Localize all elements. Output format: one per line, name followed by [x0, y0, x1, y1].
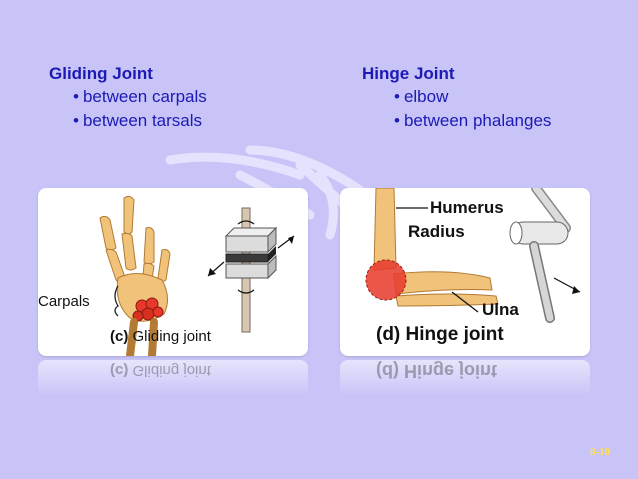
bullet-dot: • — [394, 111, 400, 130]
bullet-dot: • — [73, 87, 79, 106]
elbow-joint-highlight — [365, 259, 407, 301]
hinge-joint-title: Hinge Joint — [362, 64, 455, 83]
carpals-label: Carpals — [38, 293, 90, 310]
hinge-joint-figure: Humerus Radius Ulna (d) Hinge joint — [340, 188, 590, 356]
gliding-joint-caption: (c) Gliding joint — [110, 328, 211, 345]
gliding-joint-section: Gliding Joint •between carpals •between … — [49, 63, 207, 133]
hinge-figure-reflection: (d) Hinge joint — [340, 360, 590, 396]
gliding-figure-reflection: (c) Gliding joint — [38, 360, 308, 396]
hinge-bullet-2: •between phalanges — [394, 111, 552, 130]
gliding-bullet-1: •between carpals — [73, 87, 207, 106]
reflected-caption: (d) Hinge joint — [376, 361, 497, 381]
humerus-label: Humerus — [430, 198, 504, 217]
gliding-joint-title: Gliding Joint — [49, 64, 153, 83]
bullet-dot: • — [394, 87, 400, 106]
ulna-label: Ulna — [482, 300, 519, 319]
hand-bones-illustration — [99, 195, 295, 356]
hinge-joint-section: Hinge Joint •elbow •between phalanges — [362, 63, 551, 133]
gliding-bullet-2: •between tarsals — [73, 111, 203, 130]
hinge-joint-model-icon — [509, 188, 581, 323]
reflected-caption: (c) Gliding joint — [110, 362, 211, 379]
radius-label: Radius — [408, 222, 465, 241]
gliding-joint-model-icon — [207, 207, 295, 333]
elbow-bones-illustration — [365, 188, 581, 323]
hinge-bullet-1: •elbow — [394, 87, 449, 106]
bullet-dot: • — [73, 111, 79, 130]
gliding-joint-figure: Carpals (c) Gliding joint — [38, 188, 308, 356]
hinge-joint-caption: (d) Hinge joint — [376, 324, 504, 345]
slide-number: 8-10 — [590, 446, 611, 458]
